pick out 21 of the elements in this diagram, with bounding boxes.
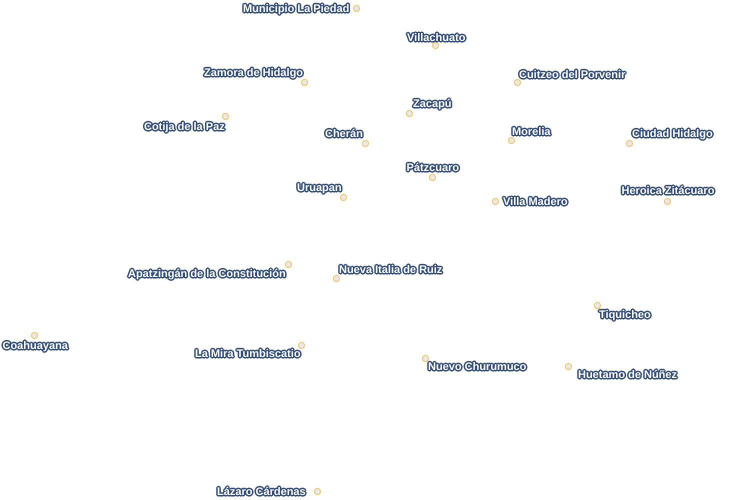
place-label: Nuevo Churumuco xyxy=(426,360,528,374)
place-label: Zamora de Hidalgo xyxy=(202,66,305,80)
place-label: Uruapan xyxy=(295,182,344,194)
place-label: Cherán xyxy=(323,128,365,140)
place-label: Morelia xyxy=(510,126,553,138)
place-label: Tiquicheo xyxy=(597,308,653,322)
place-label: Nueva Italia de Ruiz xyxy=(337,264,444,276)
place-label: Apatzingán de la Constitución xyxy=(126,268,288,280)
place-label: Municipio La Piedad xyxy=(241,2,352,16)
place-label: Villa Madero xyxy=(501,196,570,208)
place-label: Villachuato xyxy=(405,32,468,44)
place-label: Heroica Zitácuaro xyxy=(620,184,716,198)
place-label: Cuitzeo del Porvenir xyxy=(517,68,628,82)
place-label: Cotija de la Paz xyxy=(142,120,227,134)
place-label: Huetamo de Núñez xyxy=(576,368,680,382)
place-label: La Mira Tumbiscatio xyxy=(193,348,303,360)
place-label: Ciudad Hidalgo xyxy=(630,128,715,140)
place-label: Pátzcuaro xyxy=(404,162,462,174)
place-label: Coahuayana xyxy=(0,340,70,352)
place-label: Lázaro Cárdenas xyxy=(215,486,308,498)
place-label: Zacapú xyxy=(411,98,454,110)
